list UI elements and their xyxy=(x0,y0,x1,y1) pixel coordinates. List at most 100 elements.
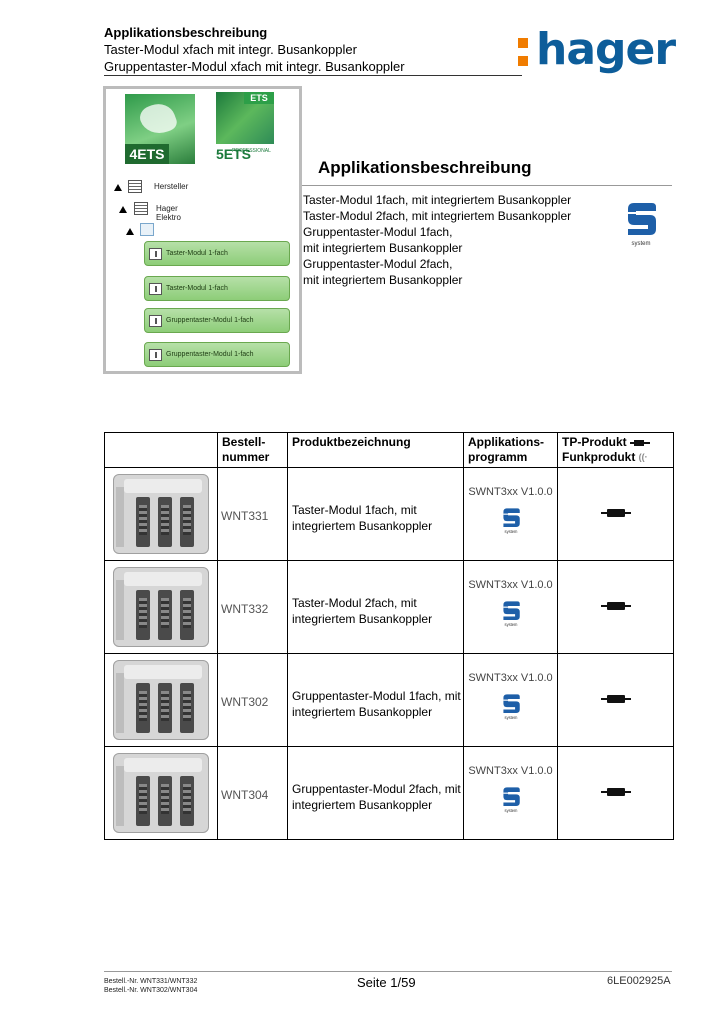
radio-icon: ((· xyxy=(638,452,648,463)
product-icon xyxy=(149,314,162,327)
intro-line: Taster-Modul 2fach, mit integriertem Bus… xyxy=(303,209,572,223)
tp-wired-icon xyxy=(600,694,631,704)
tp-wired-icon xyxy=(600,508,631,518)
tp-product-cell xyxy=(557,560,674,655)
footer-divider xyxy=(104,971,672,972)
ets5-logo: ETS PROFESSIONAL 5ETS xyxy=(216,92,274,164)
order-number: WNT302 xyxy=(217,653,288,748)
ets5-image: ETS xyxy=(216,92,274,144)
system-logo-label: system xyxy=(504,715,518,720)
product-image-cell xyxy=(104,467,218,562)
ets4-label: 4ETS xyxy=(125,144,169,164)
product-module-image xyxy=(113,474,209,555)
tp-header-label: TP-Produkt xyxy=(562,435,627,449)
application-program: SWNT3xx V1.0.0 xyxy=(468,672,553,685)
system-logo-label: system xyxy=(504,808,518,813)
tree-item-manufacturer[interactable]: Hersteller xyxy=(154,182,189,191)
footer-order-numbers: Bestell.-Nr. WNT331/WNT332 Bestell.-Nr. … xyxy=(104,977,197,995)
tree-product-button[interactable]: Gruppentaster-Modul 1-fach xyxy=(144,342,290,367)
system-logo-label: system xyxy=(504,622,518,627)
footer-order-line: Bestell.-Nr. WNT302/WNT304 xyxy=(104,987,198,994)
hager-logo: hager xyxy=(516,24,676,75)
catalog-icon xyxy=(128,180,142,193)
ets5-top-label: ETS xyxy=(244,92,274,104)
system-logo-icon: system xyxy=(500,692,522,720)
col-product-type: TP-Produkt Funkprodukt ((· xyxy=(557,431,674,469)
application-program: SWNT3xx V1.0.0 xyxy=(468,486,553,499)
system-logo-icon: system xyxy=(500,785,522,813)
col-application: Applikations- programm xyxy=(463,431,558,469)
tp-product-cell xyxy=(557,653,674,748)
product-image-cell xyxy=(104,653,218,748)
intro-line: mit integriertem Busankoppler xyxy=(303,273,463,287)
catalog-icon xyxy=(134,202,148,215)
document-header: Applikationsbeschreibung Taster-Modul xf… xyxy=(104,24,524,75)
intro-line: mit integriertem Busankoppler xyxy=(303,241,463,255)
product-module-image xyxy=(113,567,209,648)
application-program: SWNT3xx V1.0.0 xyxy=(468,579,553,592)
product-name: Taster-Modul 2fach, mit integriertem Bus… xyxy=(287,560,464,655)
document-number: 6LE002925A xyxy=(607,975,671,987)
intro-product-list: Taster-Modul 1fach, mit integriertem Bus… xyxy=(303,192,571,288)
system-logo-label: system xyxy=(631,241,650,247)
order-number: WNT304 xyxy=(217,746,288,841)
tree-product-label: Taster-Modul 1-fach xyxy=(166,250,228,257)
intro-title: Applikationsbeschreibung xyxy=(318,158,532,177)
product-module-image xyxy=(113,753,209,834)
system-logo-label: system xyxy=(504,529,518,534)
system-logo-icon: system xyxy=(624,199,658,247)
product-name: Gruppentaster-Modul 2fach, mit integrier… xyxy=(287,746,464,841)
tree-product-button[interactable]: Gruppentaster-Modul 1-fach xyxy=(144,308,290,333)
expand-triangle-icon[interactable] xyxy=(119,206,127,213)
tp-wired-icon xyxy=(600,787,631,797)
tp-product-cell xyxy=(557,467,674,562)
tp-product-cell xyxy=(557,746,674,841)
ets5-sub-label: PROFESSIONAL xyxy=(232,148,271,154)
order-number: WNT332 xyxy=(217,560,288,655)
expand-triangle-icon[interactable] xyxy=(114,184,122,191)
page-number: Seite 1/59 xyxy=(357,975,416,990)
application-cell: SWNT3xx V1.0.0 system xyxy=(463,653,558,748)
tree-item-brand[interactable]: Hager Elektro xyxy=(156,204,181,222)
ets-screenshot-panel: 4ETS ETS PROFESSIONAL 5ETS Hersteller Ha… xyxy=(103,86,302,374)
system-logo-icon: system xyxy=(500,506,522,534)
table-header-row: Bestell- nummer Produktbezeichnung Appli… xyxy=(104,431,674,469)
intro-line: Taster-Modul 1fach, mit integriertem Bus… xyxy=(303,193,572,207)
header-title: Applikationsbeschreibung xyxy=(104,25,268,40)
header-subtitle-2: Gruppentaster-Modul xfach mit integr. Bu… xyxy=(104,59,405,74)
product-icon xyxy=(149,247,162,260)
tree-product-label: Gruppentaster-Modul 1-fach xyxy=(166,317,254,324)
application-program: SWNT3xx V1.0.0 xyxy=(468,765,553,778)
product-image-cell xyxy=(104,560,218,655)
product-table: Bestell- nummer Produktbezeichnung Appli… xyxy=(104,431,674,841)
product-name: Gruppentaster-Modul 1fach, mit integrier… xyxy=(287,653,464,748)
tree-product-button[interactable]: Taster-Modul 1-fach xyxy=(144,276,290,301)
expand-triangle-icon[interactable] xyxy=(126,228,134,235)
tree-product-button[interactable]: Taster-Modul 1-fach xyxy=(144,241,290,266)
col-image xyxy=(104,431,218,469)
ets5-label: 5ETS xyxy=(216,146,252,162)
product-icon xyxy=(149,282,162,295)
intro-line: Gruppentaster-Modul 2fach, xyxy=(303,257,453,271)
header-divider xyxy=(104,75,522,76)
folder-icon xyxy=(140,223,154,236)
tree-product-label: Gruppentaster-Modul 1-fach xyxy=(166,351,254,358)
tree-product-label: Taster-Modul 1-fach xyxy=(166,285,228,292)
tp-wired-icon xyxy=(630,439,651,446)
header-subtitle-1: Taster-Modul xfach mit integr. Busankopp… xyxy=(104,42,357,57)
col-order-number: Bestell- nummer xyxy=(217,431,288,469)
hager-logo-text: hager xyxy=(536,24,676,75)
tp-wired-icon xyxy=(600,601,631,611)
product-name: Taster-Modul 1fach, mit integriertem Bus… xyxy=(287,467,464,562)
col-product-name: Produktbezeichnung xyxy=(287,431,464,469)
footer-order-line: Bestell.-Nr. WNT331/WNT332 xyxy=(104,978,198,985)
hager-logo-mark-icon xyxy=(516,28,532,72)
product-image-cell xyxy=(104,746,218,841)
ets4-logo: 4ETS xyxy=(125,94,195,164)
application-cell: SWNT3xx V1.0.0 system xyxy=(463,746,558,841)
intro-divider xyxy=(302,185,672,186)
